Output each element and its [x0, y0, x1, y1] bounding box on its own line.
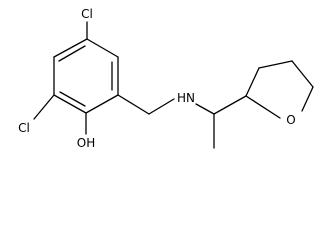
benzene-ring — [53, 38, 119, 114]
bond-thf-c5-o — [301, 86, 314, 112]
ring-oxygen-label: O — [286, 113, 295, 127]
chlorine-left-label: Cl — [18, 121, 30, 135]
bond-c5-cl-left — [33, 94, 55, 120]
bond-ring-c2-c3 — [86, 38, 119, 58]
bond-ring-c5-c6 — [53, 94, 87, 114]
chlorine-top-label: Cl — [81, 7, 93, 21]
bond-thf-c2-c3 — [245, 67, 260, 97]
bond-ring-c5-c6-inner — [59, 91, 86, 107]
amine-label: HN — [177, 91, 195, 105]
tetrahydrofuran-ring — [245, 60, 314, 119]
bond-ring-c3-c4 — [53, 38, 88, 58]
bond-ch-ring-c2 — [213, 95, 247, 115]
bond-nh-ch — [195, 103, 215, 115]
bond-ring-c6-c1 — [85, 94, 119, 114]
bond-thf-c4-c5 — [291, 60, 314, 88]
bond-c1-ch2 — [117, 94, 150, 115]
hydroxyl-label: OH — [77, 136, 95, 150]
bond-thf-c3-c4 — [258, 60, 293, 69]
bond-ch2-nh — [148, 98, 175, 115]
bond-thf-o-c2 — [245, 95, 281, 119]
chemical-structure-diagram: Cl Cl OH HN O — [18, 7, 314, 150]
bond-ring-c3-c4-inner — [58, 45, 86, 62]
